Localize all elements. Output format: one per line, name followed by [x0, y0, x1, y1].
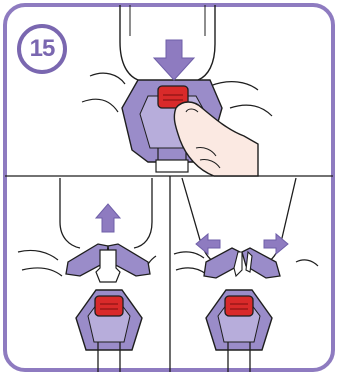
panel-pull-chest-clip-up	[18, 178, 156, 372]
panel-separate-chest-clip	[174, 178, 318, 372]
red-release-button-right	[225, 296, 253, 316]
red-release-button-left	[95, 296, 123, 316]
step-number: 15	[30, 35, 55, 63]
clip-tongue	[96, 250, 120, 282]
panel-separators	[5, 176, 333, 372]
panel-press-release-button	[82, 5, 272, 176]
right-arrow-icon	[264, 234, 288, 254]
up-arrow-icon	[96, 204, 120, 232]
down-arrow-icon	[154, 40, 194, 80]
step-number-badge: 15	[17, 24, 67, 74]
